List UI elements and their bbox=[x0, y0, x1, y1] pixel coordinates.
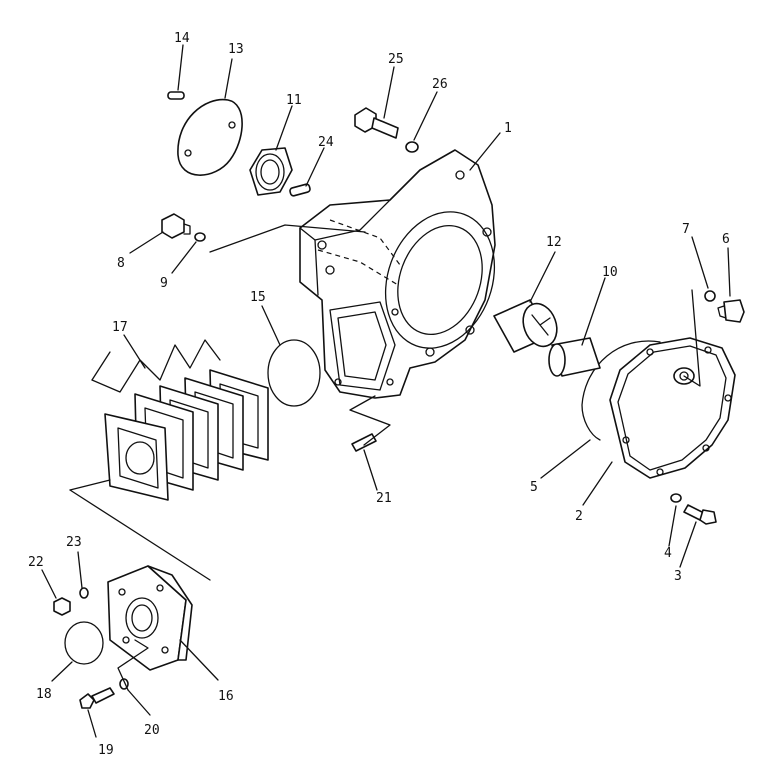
part-housing bbox=[299, 149, 496, 399]
part-o-ring-15 bbox=[267, 339, 321, 407]
callout-11: 11 bbox=[286, 93, 302, 108]
part-bushing-10 bbox=[548, 337, 601, 377]
part-washer-26 bbox=[405, 141, 419, 153]
callout-24: 24 bbox=[318, 135, 334, 150]
callout-6: 6 bbox=[722, 232, 730, 247]
callout-20: 20 bbox=[144, 723, 160, 738]
part-flange-16 bbox=[107, 565, 193, 671]
part-bearing-11 bbox=[249, 147, 293, 196]
callout-9: 9 bbox=[160, 276, 168, 291]
callout-23: 23 bbox=[66, 535, 82, 550]
callout-8: 8 bbox=[117, 256, 125, 271]
callout-13: 13 bbox=[228, 42, 244, 57]
part-plug-6 bbox=[717, 299, 745, 323]
part-washer-7 bbox=[704, 290, 716, 302]
callout-22: 22 bbox=[28, 555, 44, 570]
callout-2: 2 bbox=[575, 509, 583, 524]
part-plug-8 bbox=[161, 213, 191, 239]
part-pin-14 bbox=[167, 91, 185, 100]
leader-lines bbox=[41, 44, 731, 738]
part-stud-21 bbox=[351, 433, 377, 452]
part-bolt-19 bbox=[79, 687, 115, 709]
callout-17: 17 bbox=[112, 320, 128, 335]
part-plate-13 bbox=[177, 98, 243, 176]
part-shims-17 bbox=[104, 369, 269, 501]
callout-12: 12 bbox=[546, 235, 562, 250]
callout-26: 26 bbox=[432, 77, 448, 92]
callout-1: 1 bbox=[504, 121, 512, 136]
callout-18: 18 bbox=[36, 687, 52, 702]
part-o-ring-5 bbox=[581, 340, 661, 441]
part-bolt-25 bbox=[354, 107, 399, 139]
part-washer-9 bbox=[194, 232, 206, 242]
part-o-ring-18 bbox=[64, 621, 104, 665]
callout-21: 21 bbox=[376, 491, 392, 506]
callout-5: 5 bbox=[530, 480, 538, 495]
callout-16: 16 bbox=[218, 689, 234, 704]
callout-10: 10 bbox=[602, 265, 618, 280]
part-nut-22 bbox=[53, 597, 71, 616]
part-bushing-12 bbox=[493, 299, 558, 353]
part-washer-23 bbox=[79, 587, 89, 599]
part-washer-4 bbox=[670, 493, 682, 503]
callout-4: 4 bbox=[664, 546, 672, 561]
callout-15: 15 bbox=[250, 290, 266, 305]
callout-labels: 1 2 3 4 5 6 7 8 9 10 11 12 13 14 15 16 1… bbox=[28, 31, 730, 758]
callout-19: 19 bbox=[98, 743, 114, 758]
callout-14: 14 bbox=[174, 31, 190, 46]
part-cover bbox=[609, 337, 736, 479]
callout-3: 3 bbox=[674, 569, 682, 584]
part-pin-24 bbox=[289, 183, 311, 197]
part-bolt-3 bbox=[683, 504, 717, 525]
callout-25: 25 bbox=[388, 52, 404, 67]
callout-7: 7 bbox=[682, 222, 690, 237]
